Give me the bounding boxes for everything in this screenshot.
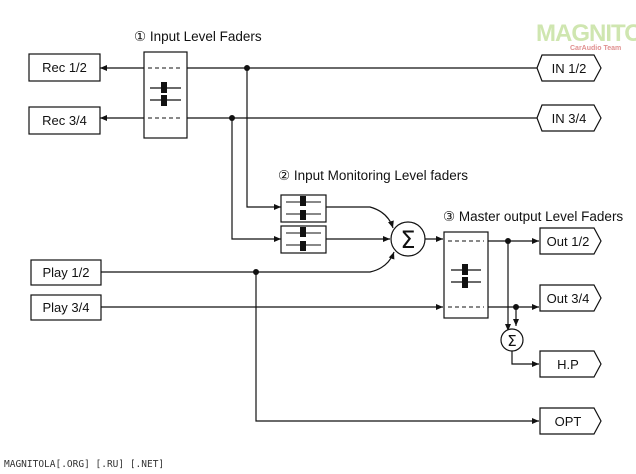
input-fader-block <box>143 51 188 139</box>
junction-dots <box>229 65 519 310</box>
section-title-input-faders: ① Input Level Faders <box>134 29 262 44</box>
summing-node: Σ <box>390 221 426 257</box>
section-title-monitoring-faders: ② Input Monitoring Level faders <box>278 168 468 183</box>
line-tap-in12 <box>246 68 281 210</box>
port-out12-label: Out 1/2 <box>547 234 590 249</box>
logo-brand-text: MAGNITOLA <box>536 20 636 47</box>
port-out34-label: Out 3/4 <box>547 291 590 306</box>
headphone-summing-node: Σ <box>500 328 524 352</box>
port-hp-label: H.P <box>557 357 579 372</box>
port-rec34-label: Rec 3/4 <box>42 113 87 128</box>
port-in34-label: IN 3/4 <box>552 111 587 126</box>
section-title-master-faders: ③ Master output Level Faders <box>443 209 623 224</box>
line-to-hp <box>511 351 539 367</box>
port-play34-label: Play 3/4 <box>43 300 90 315</box>
summing-symbol: Σ <box>400 226 415 254</box>
port-in12-label: IN 1/2 <box>552 61 587 76</box>
monitoring-fader-2 <box>280 225 327 254</box>
port-rec34: Rec 3/4 <box>28 106 101 135</box>
headphone-summing-symbol: Σ <box>507 332 516 350</box>
port-play34: Play 3/4 <box>30 294 102 321</box>
port-play12-label: Play 1/2 <box>43 265 90 280</box>
port-in12: IN 1/2 <box>536 54 602 82</box>
watermark-text: MAGNITOLA[.ORG] [.RU] [.NET] <box>4 459 164 470</box>
line-play12-to-sum <box>101 251 395 273</box>
port-rec12: Rec 1/2 <box>28 53 101 82</box>
port-opt-label: OPT <box>555 414 582 429</box>
brand-logo: MAGNITOLA CarAudio Team <box>536 20 636 52</box>
monitoring-fader-1 <box>280 194 327 223</box>
master-fader-block <box>443 231 489 319</box>
line-mon1-to-sum <box>326 206 394 229</box>
port-out34: Out 3/4 <box>539 284 602 312</box>
port-hp: H.P <box>539 350 602 378</box>
port-rec12-label: Rec 1/2 <box>42 60 87 75</box>
port-in34: IN 3/4 <box>536 104 602 132</box>
port-opt: OPT <box>539 407 602 435</box>
port-play12: Play 1/2 <box>30 259 102 286</box>
logo-sub-text: CarAudio Team <box>570 45 621 52</box>
line-tap-in34 <box>231 118 281 242</box>
port-out12: Out 1/2 <box>539 227 602 255</box>
line-to-opt <box>255 272 539 424</box>
